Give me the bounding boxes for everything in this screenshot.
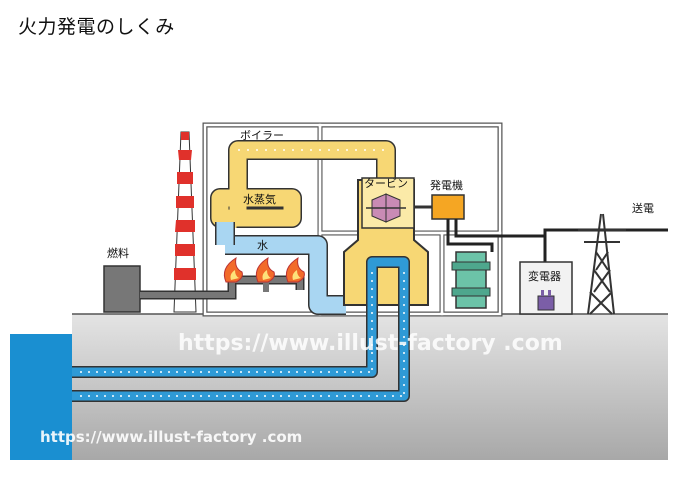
steam-pipe (210, 140, 396, 228)
cooling-pipe (72, 256, 410, 402)
water-pipe (215, 222, 346, 315)
watermark-large: https://www.illust-factory .com (178, 331, 563, 356)
transformer-building (519, 261, 573, 315)
boiler-label: ボイラー (240, 129, 284, 142)
steam-label: 水蒸気 (243, 192, 276, 206)
fuel-tank (103, 265, 141, 313)
burner-flames (223, 256, 305, 283)
transformer-label: 変電器 (528, 269, 561, 283)
transmission-tower-icon (578, 213, 626, 315)
condenser-unit (451, 251, 491, 309)
transmission-label: 送電 (632, 201, 654, 215)
turbine-rotor-icon (366, 193, 406, 223)
water-label: 水 (257, 239, 268, 252)
generator-label: 発電機 (430, 178, 463, 192)
turbine-label: タービン (364, 177, 408, 190)
chimney (173, 131, 197, 313)
fuel-label: 燃料 (107, 246, 129, 260)
generator (431, 194, 465, 220)
sea (10, 334, 72, 460)
turbine (343, 177, 429, 306)
watermark-small: https://www.illust-factory .com (40, 428, 302, 446)
page-title: 火力発電のしくみ (18, 16, 175, 38)
